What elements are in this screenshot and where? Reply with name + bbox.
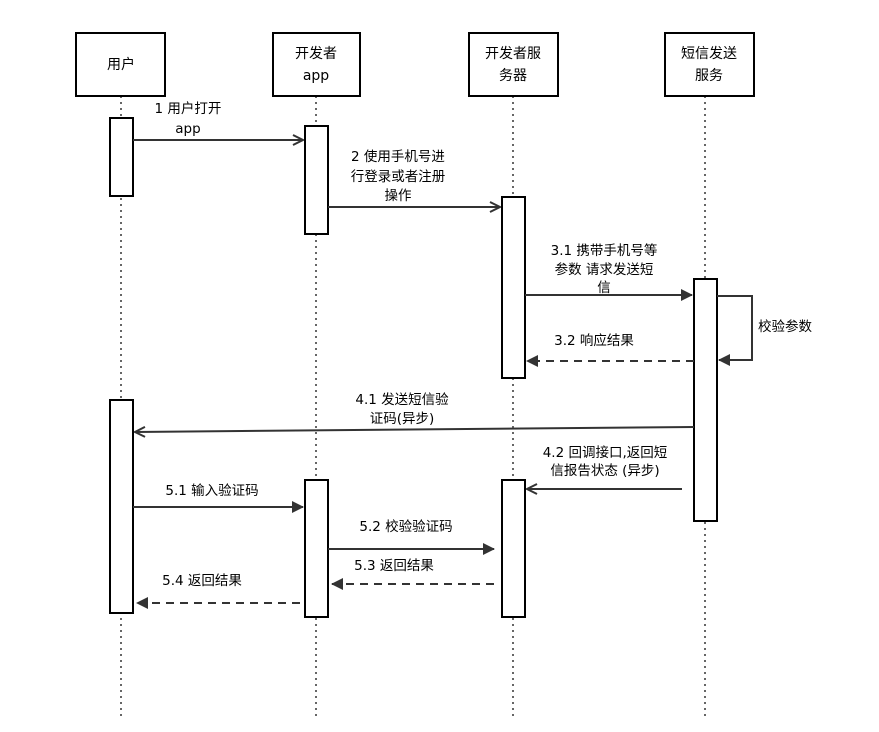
- message-arrow-m4-1: [135, 426, 695, 432]
- message-label-m2-line2: 行登录或者注册: [351, 169, 446, 185]
- participant-sms: 短信发送 服务: [664, 32, 755, 97]
- message-label-m5-3: 5.3 返回结果: [354, 558, 434, 574]
- message-label-m3-2: 3.2 响应结果: [554, 332, 634, 349]
- message-label-m4-1-line1: 4.1 发送短信验: [355, 392, 449, 408]
- participant-server-label-line2: 务器: [499, 68, 527, 84]
- message-label-m5-1: 5.1 输入验证码: [165, 483, 258, 499]
- participant-app-label-line2: app: [303, 68, 329, 84]
- activation-server-1: [501, 196, 526, 379]
- message-label-m1-line2: app: [175, 121, 200, 137]
- message-label-m3-1-line1: 3.1 携带手机号等: [551, 242, 658, 259]
- message-label-m2-line3: 操作: [385, 188, 412, 204]
- participant-app-label-line1: 开发者: [295, 46, 337, 62]
- message-label-self: 校验参数: [758, 318, 812, 335]
- message-label-m2-line1: 2 使用手机号进: [351, 148, 445, 165]
- participant-server: 开发者服 务器: [468, 32, 559, 97]
- activation-user-1: [109, 117, 134, 197]
- message-label-m4-2-line1: 4.2 回调接口,返回短: [543, 444, 668, 461]
- message-arrow-self: [717, 295, 753, 366]
- message-label-m1-line1: 1 用户打开: [155, 100, 222, 117]
- activation-app-2: [304, 479, 329, 618]
- participant-sms-label-line2: 服务: [695, 68, 723, 84]
- participant-server-label-line1: 开发者服: [485, 46, 541, 62]
- participant-sms-label-line1: 短信发送: [681, 46, 737, 62]
- participant-user-label: 用户: [107, 56, 135, 73]
- participant-user: 用户: [75, 32, 166, 97]
- activation-user-2: [109, 399, 134, 614]
- message-label-m3-1-line2: 参数 请求发送短: [555, 261, 654, 278]
- activation-app-1: [304, 125, 329, 235]
- activation-sms-1: [693, 278, 718, 522]
- message-label-m5-2: 5.2 校验验证码: [359, 518, 452, 535]
- message-label-m4-1-line2: 证码(异步): [370, 411, 435, 427]
- participant-app: 开发者 app: [272, 32, 361, 97]
- message-label-m4-2-line2: 信报告状态 (异步): [550, 463, 659, 479]
- message-label-m5-4: 5.4 返回结果: [162, 573, 242, 589]
- message-label-m3-1-line3: 信: [597, 280, 611, 296]
- activation-server-2: [501, 479, 526, 618]
